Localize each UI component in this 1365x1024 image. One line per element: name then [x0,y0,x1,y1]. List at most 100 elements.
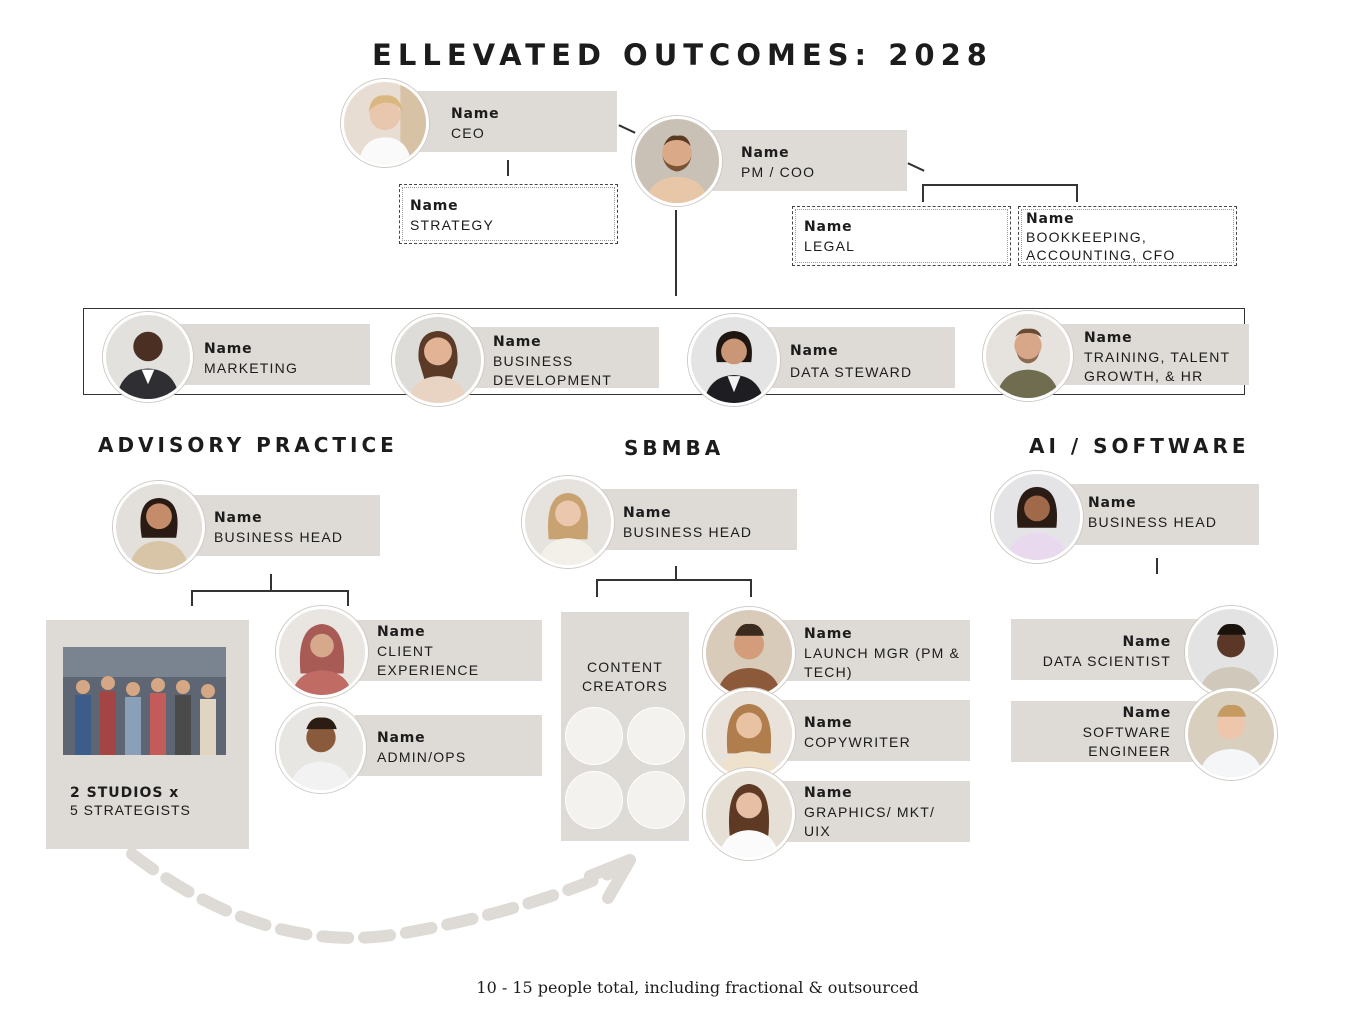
section-ai-software: AI / SOFTWARE [1029,434,1250,458]
advisory-head-role: BUSINESS HEAD [214,529,344,545]
admin-ops-name: Name [377,730,426,746]
connector-line [191,590,349,592]
content-creators-line2: CREATORS [581,678,669,694]
strategy-role: STRATEGY [410,217,495,233]
strategy-box: Name STRATEGY [399,184,618,244]
ai-head-avatar [991,471,1083,563]
admin-ops-card: Name ADMIN/OPS [355,715,542,776]
bookkeeping-role-line1: BOOKKEEPING, [1026,229,1147,245]
connector-line [922,184,1078,186]
training-name: Name [1084,330,1133,346]
coo-card: Name PM / COO [710,130,907,191]
coo-role: PM / COO [741,164,816,180]
ai-head-name: Name [1088,495,1137,511]
coo-avatar [632,116,722,206]
placeholder-avatar [627,771,685,829]
connector-line [596,579,752,581]
team-photo [63,647,226,755]
footer-note: 10 - 15 people total, including fraction… [476,978,919,997]
bizdev-name: Name [493,334,542,350]
bizdev-role-line1: BUSINESS [493,353,574,369]
bizdev-avatar [392,314,484,406]
content-creators-panel: CONTENT CREATORS [561,612,689,841]
ceo-role: CEO [451,125,485,141]
admin-ops-role: ADMIN/OPS [377,749,467,765]
connector-line [596,579,598,597]
connector-line [922,184,924,202]
software-engineer-card: Name SOFTWARE ENGINEER [1011,701,1199,762]
studios-count: 2 STUDIOS x [70,785,180,801]
client-experience-card: Name CLIENT EXPERIENCE [355,620,542,681]
connector-line [507,160,509,176]
dashed-arrow [126,848,636,944]
copywriter-card: Name COPYWRITER [782,700,970,761]
launch-manager-role-line1: LAUNCH MGR (PM & [804,645,961,661]
ceo-card: Name CEO [418,91,617,152]
core-card-training: Name TRAINING, TALENT GROWTH, & HR [1060,324,1249,385]
graphics-role-line2: UIX [804,823,831,839]
graphics-card: Name GRAPHICS/ MKT/ UIX [782,781,970,842]
advisory-head-avatar [113,481,205,573]
launch-manager-card: Name LAUNCH MGR (PM & TECH) [782,620,970,681]
data-scientist-name: Name [1122,634,1171,650]
data-steward-role: DATA STEWARD [790,364,913,380]
connector-line [270,574,272,590]
connector-line [907,162,925,172]
client-experience-name: Name [377,624,426,640]
marketing-role: MARKETING [204,360,299,376]
placeholder-avatar [565,771,623,829]
copywriter-role: COPYWRITER [804,734,911,750]
bookkeeping-name: Name [1026,211,1075,227]
placeholder-avatar [565,707,623,765]
software-engineer-role-line1: SOFTWARE [1082,724,1171,740]
graphics-avatar [703,768,795,860]
ai-head-role: BUSINESS HEAD [1088,514,1218,530]
training-avatar [983,311,1073,401]
core-card-data-steward: Name DATA STEWARD [766,327,955,388]
connector-line [750,579,752,597]
software-engineer-avatar [1185,688,1277,780]
marketing-avatar [103,312,193,402]
ai-head-card: Name BUSINESS HEAD [1064,484,1259,545]
training-role-line2: GROWTH, & HR [1084,368,1204,384]
section-sbmba: SBMBA [624,436,725,460]
advisory-head-name: Name [214,510,263,526]
page-title: ELLEVATED OUTCOMES: 2028 [372,38,993,72]
data-scientist-avatar [1185,606,1277,698]
graphics-name: Name [804,785,853,801]
sbmba-head-name: Name [623,505,672,521]
studios-panel: 2 STUDIOS x 5 STRATEGISTS [46,620,249,849]
sbmba-head-avatar [522,476,614,568]
admin-ops-avatar [276,703,366,793]
connector-line [191,590,193,606]
coo-name: Name [741,145,790,161]
placeholder-avatar [627,707,685,765]
client-experience-role-line1: CLIENT [377,643,434,659]
ceo-avatar [341,79,429,167]
connector-line [347,590,349,606]
client-experience-role-line2: EXPERIENCE [377,662,480,678]
copywriter-avatar [703,688,795,780]
section-advisory-practice: ADVISORY PRACTICE [98,433,398,457]
sbmba-head-card: Name BUSINESS HEAD [600,489,797,550]
client-experience-avatar [276,606,368,698]
core-card-bizdev: Name BUSINESS DEVELOPMENT [470,327,659,388]
connector-line [675,566,677,580]
launch-manager-role-line2: TECH) [804,664,853,680]
data-scientist-role: DATA SCIENTIST [1042,653,1171,669]
bookkeeping-box: Name BOOKKEEPING, ACCOUNTING, CFO [1018,206,1237,266]
sbmba-head-role: BUSINESS HEAD [623,524,753,540]
connector-line [1076,184,1078,202]
marketing-name: Name [204,341,253,357]
copywriter-name: Name [804,715,853,731]
legal-name: Name [804,219,853,235]
studios-strategists: 5 STRATEGISTS [70,802,191,818]
data-scientist-card: Name DATA SCIENTIST [1011,619,1199,680]
advisory-head-card: Name BUSINESS HEAD [192,495,380,556]
connector-line [618,124,636,134]
legal-role: LEGAL [804,238,856,254]
software-engineer-name: Name [1122,705,1171,721]
connector-line [675,210,677,296]
legal-box: Name LEGAL [792,206,1011,266]
launch-manager-avatar [703,607,795,699]
